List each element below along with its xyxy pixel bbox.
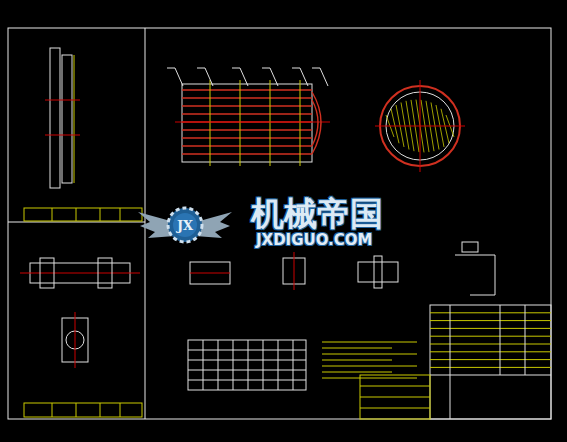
stroke	[430, 367, 551, 368]
stroke	[430, 320, 551, 321]
title-block	[360, 305, 551, 419]
stroke	[360, 397, 430, 398]
plate-part	[45, 48, 80, 188]
stroke	[430, 328, 551, 329]
stroke	[430, 351, 551, 352]
stroke	[182, 89, 312, 90]
stroke	[322, 366, 417, 367]
outer-frame	[8, 28, 551, 419]
notes-lines	[322, 342, 417, 378]
stroke	[322, 372, 392, 373]
stroke	[320, 68, 328, 86]
watermark-url: JXDIGUO.COM	[256, 231, 372, 249]
stroke	[430, 312, 551, 313]
weld-details	[190, 242, 495, 295]
stroke	[322, 378, 417, 379]
nozzle-table	[188, 340, 306, 390]
stroke	[270, 68, 278, 86]
stroke	[233, 340, 234, 390]
stroke	[240, 68, 248, 86]
stroke	[182, 97, 312, 98]
left-table	[24, 208, 142, 417]
stroke	[322, 348, 392, 349]
stroke	[248, 340, 249, 390]
stroke	[430, 359, 551, 360]
stroke	[182, 145, 312, 146]
stroke	[292, 68, 300, 69]
stroke	[360, 408, 430, 409]
stroke	[203, 340, 204, 390]
tube-sheet-view	[375, 80, 465, 172]
stroke	[263, 340, 264, 390]
stroke	[322, 360, 392, 361]
stroke	[293, 340, 294, 390]
stroke	[218, 340, 219, 390]
stroke	[500, 305, 501, 375]
stroke	[262, 68, 270, 69]
logo-wings	[138, 208, 232, 242]
stroke	[182, 153, 312, 154]
tube-bundle	[167, 68, 330, 166]
logo-monogram: JX	[177, 218, 193, 233]
stroke	[525, 305, 526, 375]
stroke	[450, 305, 451, 419]
stroke	[175, 68, 183, 86]
stroke	[322, 354, 417, 355]
frame-divider	[145, 28, 146, 419]
stroke	[182, 113, 312, 114]
stroke	[312, 68, 320, 69]
stroke	[232, 68, 240, 69]
stroke	[360, 386, 430, 387]
stroke	[197, 68, 205, 69]
stroke	[278, 340, 279, 390]
stroke	[430, 336, 551, 337]
stroke	[188, 380, 306, 381]
watermark-title: 机械帝国	[251, 192, 383, 237]
stroke	[300, 68, 308, 86]
stroke	[188, 360, 306, 361]
stroke	[182, 137, 312, 138]
flange-detail	[20, 258, 140, 368]
stroke	[188, 350, 306, 351]
stroke	[167, 68, 175, 69]
stroke	[430, 344, 551, 345]
stroke	[205, 68, 213, 86]
stroke	[188, 370, 306, 371]
stroke	[322, 342, 417, 343]
stroke	[182, 105, 312, 106]
frame-divider	[8, 222, 145, 223]
stroke	[182, 129, 312, 130]
